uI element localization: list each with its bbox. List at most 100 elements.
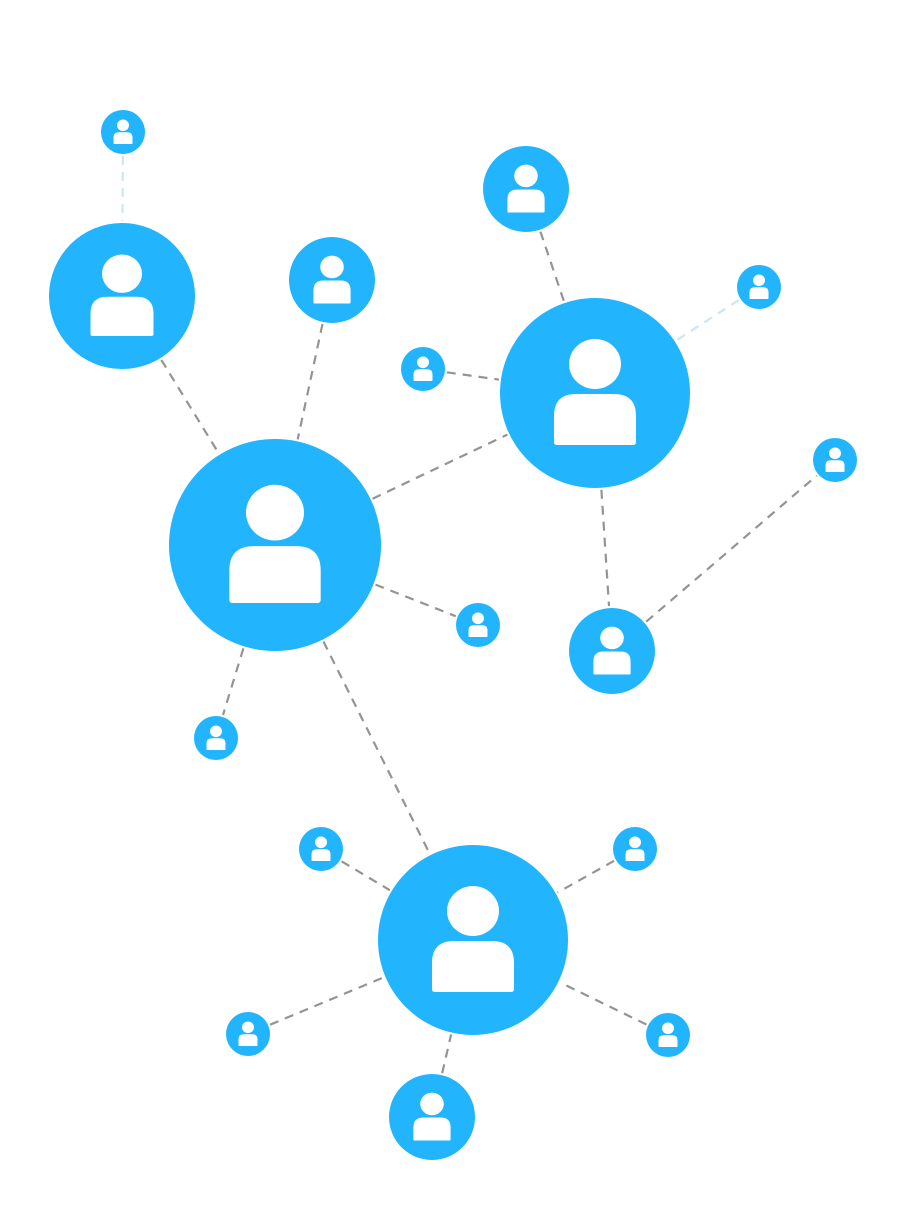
user-icon (113, 119, 133, 144)
edge-small-bottom-upper-left-to-hub-bottom (341, 860, 391, 892)
node-circle (613, 827, 657, 871)
edge-small-far-right-upper-to-hub-top-right (675, 299, 740, 342)
node-hub-center (169, 439, 381, 651)
node-circle (299, 827, 343, 871)
user-icon (507, 164, 545, 213)
user-body-shape (432, 941, 514, 992)
user-body-shape (413, 1117, 451, 1141)
user-body-shape (658, 1035, 678, 1047)
user-body-shape (593, 651, 631, 675)
user-head-shape (315, 836, 327, 849)
node-circle (194, 716, 238, 760)
node-small-bottom-upper-left (299, 827, 343, 871)
user-head-shape (753, 274, 765, 287)
edge-mid-bottom-to-hub-bottom (441, 1034, 453, 1074)
user-icon (593, 626, 631, 675)
node-circle (456, 603, 500, 647)
user-body-shape (468, 625, 488, 637)
edge-small-bottom-upper-right-to-hub-bottom (557, 859, 615, 894)
node-circle (169, 439, 381, 651)
edge-hub-center-to-small-center-lower-left (221, 647, 245, 716)
user-head-shape (417, 356, 429, 369)
edge-small-bottom-right-to-hub-bottom (559, 981, 647, 1026)
node-small-bottom-right (646, 1013, 690, 1057)
user-icon (554, 339, 636, 445)
edge-mid-right-to-small-far-right (645, 474, 818, 623)
user-head-shape (420, 1092, 444, 1116)
user-body-shape (90, 296, 154, 336)
user-head-shape (102, 254, 142, 293)
node-small-top-left (101, 110, 145, 154)
node-hub-top-left (49, 223, 195, 369)
node-circle (569, 608, 655, 694)
user-body-shape (229, 546, 321, 603)
node-circle (49, 223, 195, 369)
node-circle (401, 347, 445, 391)
node-circle (101, 110, 145, 154)
node-small-left-of-hub (401, 347, 445, 391)
user-icon (229, 484, 321, 603)
user-body-shape (206, 738, 226, 750)
user-icon (90, 254, 154, 336)
node-hub-bottom (378, 845, 568, 1035)
node-small-far-right-upper (737, 265, 781, 309)
user-body-shape (507, 189, 545, 213)
node-circle (378, 845, 568, 1035)
user-head-shape (514, 164, 538, 188)
user-icon (413, 1092, 451, 1141)
user-icon (432, 886, 514, 992)
node-small-far-right (813, 438, 857, 482)
user-body-shape (413, 369, 433, 381)
node-small-center-right (456, 603, 500, 647)
node-mid-bottom (389, 1074, 475, 1160)
edge-mid-upper-left-to-hub-center (296, 323, 324, 440)
user-body-shape (625, 849, 645, 861)
user-icon (625, 836, 645, 861)
user-icon (468, 612, 488, 637)
node-circle (226, 1012, 270, 1056)
user-icon (238, 1021, 258, 1046)
node-circle (813, 438, 857, 482)
node-small-center-lower-left (194, 716, 238, 760)
node-mid-right (569, 608, 655, 694)
edge-small-left-of-hub-to-hub-top-right (446, 371, 500, 381)
user-head-shape (569, 339, 621, 389)
node-small-bottom-upper-right (613, 827, 657, 871)
node-small-bottom-left (226, 1012, 270, 1056)
edge-hub-top-left-to-hub-center (160, 359, 220, 454)
user-icon (749, 274, 769, 299)
node-circle (389, 1074, 475, 1160)
user-head-shape (472, 612, 484, 625)
edge-mid-top-to-hub-top-right (539, 231, 565, 302)
user-icon (311, 836, 331, 861)
user-icon (825, 447, 845, 472)
user-icon (413, 356, 433, 381)
user-icon (313, 255, 351, 304)
user-icon (206, 725, 226, 750)
node-circle (737, 265, 781, 309)
user-body-shape (313, 280, 351, 304)
edge-hub-center-to-hub-bottom (322, 641, 431, 854)
node-circle (483, 146, 569, 232)
user-head-shape (117, 119, 129, 132)
node-mid-upper-left (289, 237, 375, 323)
node-hub-top-right (500, 298, 690, 488)
edge-hub-center-to-hub-top-right (372, 433, 508, 500)
user-body-shape (749, 287, 769, 299)
user-body-shape (554, 394, 636, 445)
user-head-shape (246, 484, 304, 541)
user-head-shape (447, 886, 499, 936)
edge-small-bottom-left-to-hub-bottom (269, 976, 384, 1026)
user-head-shape (662, 1022, 674, 1035)
user-body-shape (311, 849, 331, 861)
edge-hub-center-to-small-center-right (375, 583, 457, 618)
user-head-shape (829, 447, 841, 460)
user-head-shape (320, 255, 344, 279)
user-body-shape (825, 460, 845, 472)
user-body-shape (113, 132, 133, 144)
user-head-shape (210, 725, 222, 738)
node-circle (646, 1013, 690, 1057)
user-body-shape (238, 1034, 258, 1046)
user-icon (658, 1022, 678, 1047)
